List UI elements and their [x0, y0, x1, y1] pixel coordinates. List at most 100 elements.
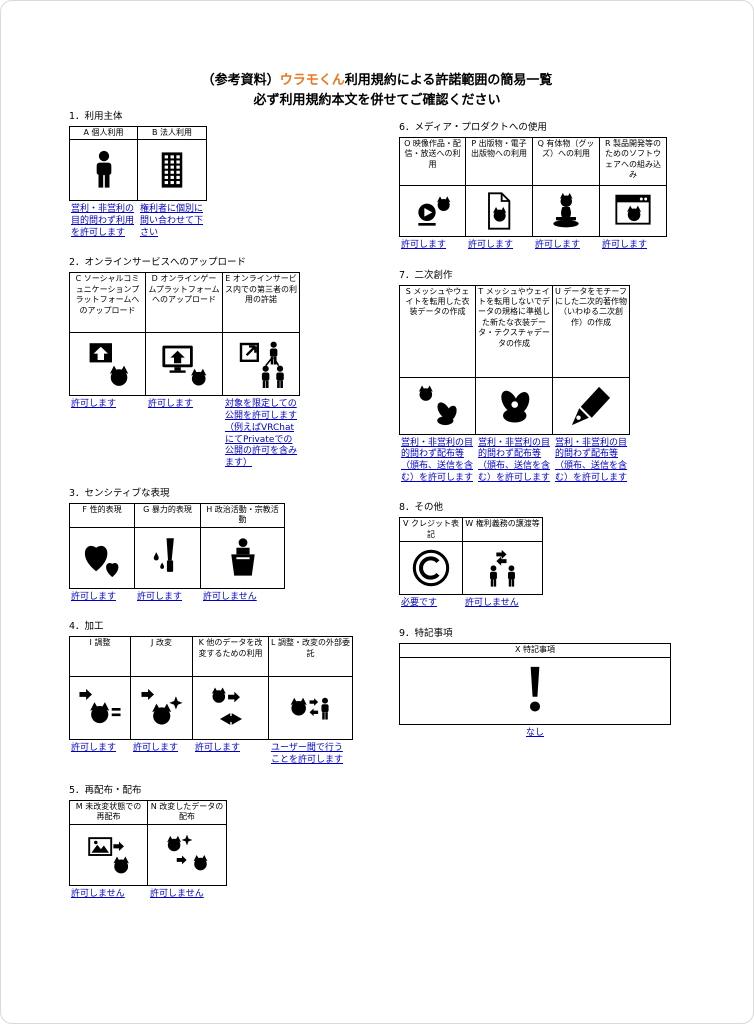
cell-g-violent: G 暴力的表現: [135, 502, 201, 589]
modify-other-icon: [193, 677, 268, 739]
cell-k-modify-other-data: K 他のデータを改変するための利用: [193, 636, 269, 741]
permission-text: 営利・非営利の目的問わず利用を許可します: [71, 204, 135, 238]
permission-text: 対象を限定しての公開を許可します（例えばVRChatにてPrivateでの公開の…: [225, 399, 298, 468]
permission-text: ユーザー間で行うことを許可します: [271, 743, 344, 765]
subtitle: 必ず利用規約本文を併せてご確認ください: [253, 92, 501, 108]
cell-header: C ソーシャルコミュニケーションプラットフォームへのアップロード: [70, 273, 145, 334]
cell-t-costume-new: T メッシュやウェイトを転用しないでデータの規格に準拠した新たな衣装データ・テク…: [476, 284, 553, 435]
cell-header: W 権利義務の譲渡等: [463, 518, 542, 543]
permission-text: 許可します: [148, 399, 194, 410]
permission-text: 許可します: [401, 240, 447, 250]
modify-cat-icon: [131, 677, 192, 739]
pen-icon: [553, 378, 629, 434]
cell-header: P 出版物・電子出版物への利用: [466, 138, 532, 186]
game-upload-icon: [146, 333, 222, 395]
cell-h-political-religious: H 政治活動・宗教活動: [201, 502, 285, 589]
permission-text: 許可しません: [465, 598, 519, 609]
permission-text: 許可します: [535, 240, 581, 250]
cell-i-adjust: I 調整: [69, 636, 131, 741]
section-heading: 2．オンラインサービスへのアップロード: [69, 257, 247, 269]
cell-header: B 法人利用: [138, 127, 206, 141]
permission-text: 営利・非営利の目的問わず配布等（頒布、送信を含む）を許可します: [401, 437, 474, 483]
redistribute-icon: [70, 825, 147, 885]
permission-text: 許可しません: [150, 888, 204, 899]
cell-e-third-party: E オンラインサービス内での第三者の利用の許諾: [223, 272, 300, 397]
cell-header: O 映像作品・配信・放送への利用: [400, 138, 465, 186]
cell-n-modified-distribution: N 改変したデータの配布: [148, 799, 227, 886]
cell-header: K 他のデータを改変するための利用: [193, 637, 268, 678]
section-heading: 1．利用主体: [69, 111, 123, 122]
transfer-icon: [463, 542, 542, 594]
section-heading: 7．二次創作: [399, 269, 453, 281]
section-heading: 4．加工: [69, 621, 104, 633]
hearts-icon: [70, 528, 134, 588]
copyright-icon: [400, 542, 462, 594]
cell-a-personal-use: A 個人利用: [69, 126, 138, 202]
permission-text: 許可します: [468, 240, 514, 250]
left-column: 1．利用主体 A 個人利用 B 法人利用 営利・非営利の目的問わず利用を許可しま…: [69, 108, 391, 915]
section-heading: 5．再配布・配布: [69, 784, 142, 796]
cell-header: L 調整・改変の外部委託: [269, 637, 352, 678]
cell-header: I 調整: [70, 637, 130, 678]
section-derivative-works: 7．二次創作 S メッシュやウェイトを転用した衣装データの作成 T メッシュやウ…: [399, 267, 744, 485]
section-heading: 6．メディア・プロダクトへの使用: [399, 122, 547, 133]
software-icon: [600, 186, 666, 236]
permission-text: なし: [525, 727, 544, 738]
cell-header: A 個人利用: [70, 127, 137, 141]
podium-speech-icon: [201, 528, 284, 588]
title-prefix: （参考資料）: [201, 73, 280, 88]
costume-mesh-icon: [400, 378, 475, 434]
cell-header: R 製品開発等のためのソフトウェアへの組み込み: [600, 138, 666, 186]
permission-text: 許可します: [71, 399, 117, 410]
cell-header: E オンラインサービス内での第三者の利用の許諾: [223, 273, 299, 334]
permission-text: 許可します: [71, 591, 117, 602]
cell-x-special-notes: X 特記事項: [399, 643, 671, 725]
cell-w-rights-transfer: W 権利義務の譲渡等: [463, 517, 543, 596]
video-icon: [400, 186, 465, 236]
building-icon: [138, 140, 206, 200]
permission-text: 許可します: [137, 591, 183, 602]
cell-r-software: R 製品開発等のためのソフトウェアへの組み込み: [600, 137, 667, 237]
cell-d-game-platform: D オンラインゲームプラットフォームへのアップロード: [146, 272, 223, 397]
cell-header: G 暴力的表現: [135, 504, 200, 528]
permission-text: 許可します: [195, 743, 241, 754]
cell-u-fan-works: U データをモチーフにした二次的著作物（いわゆる二次創作）の作成: [553, 284, 630, 435]
cell-j-modify: J 改変: [131, 636, 193, 741]
outsource-icon: [269, 677, 352, 739]
exclamation-icon: [400, 658, 670, 724]
cell-m-unmodified-redistribution: M 未改変状態での再配布: [69, 799, 148, 886]
cell-p-publication: P 出版物・電子出版物への利用: [466, 137, 533, 237]
section-sensitive-expression: 3．センシティブな表現 F 性的表現 G 暴力的表現 H 政治活動・宗教活動 許…: [69, 485, 391, 604]
section-media-products: 6．メディア・プロダクトへの使用 O 映像作品・配信・放送への利用 P 出版物・…: [399, 119, 744, 252]
permission-text: 許可します: [71, 743, 117, 754]
cell-header: X 特記事項: [400, 644, 670, 658]
publication-icon: [466, 186, 532, 236]
permission-text: 営利・非営利の目的問わず配布等（頒布、送信を含む）を許可します: [478, 437, 551, 483]
section-special-notes: 9．特記事項 X 特記事項 なし: [399, 625, 744, 739]
permission-text: 営利・非営利の目的問わず配布等（頒布、送信を含む）を許可します: [555, 437, 628, 483]
knife-icon: [135, 528, 200, 588]
section-processing: 4．加工 I 調整 J 改変 K 他のデータを改変するための利用 L 調整・改変…: [69, 618, 391, 766]
cell-c-social-platform: C ソーシャルコミュニケーションプラットフォームへのアップロード: [69, 272, 146, 397]
cell-header: Q 有体物（グッズ）への利用: [533, 138, 599, 186]
section-heading: 8．その他: [399, 502, 444, 514]
section-usage-subject: 1．利用主体 A 個人利用 B 法人利用 営利・非営利の目的問わず利用を許可しま…: [69, 108, 391, 239]
permission-text: 許可します: [133, 743, 179, 754]
cell-header: T メッシュやウェイトを転用しないでデータの規格に準拠した新たな衣装データ・テク…: [476, 286, 552, 378]
third-party-license-icon: [223, 333, 299, 395]
cell-b-corporate-use: B 法人利用: [138, 126, 207, 202]
permission-text: 許可しません: [71, 888, 125, 899]
section-heading: 9．特記事項: [399, 628, 453, 640]
cell-v-credit: V クレジット表記: [399, 517, 463, 596]
cell-header: F 性的表現: [70, 504, 134, 528]
title-brand: ウラモくん: [279, 73, 345, 88]
permission-text: 必要です: [401, 598, 438, 609]
cell-header: H 政治活動・宗教活動: [201, 504, 284, 528]
section-others: 8．その他 V クレジット表記 W 権利義務の譲渡等 必要です 許可しません: [399, 499, 744, 610]
cell-header: U データをモチーフにした二次的著作物（いわゆる二次創作）の作成: [553, 286, 629, 378]
cell-header: M 未改変状態での再配布: [70, 801, 147, 825]
title-line: （参考資料）ウラモくん利用規約による許諾範囲の簡易一覧: [1, 71, 753, 91]
costume-new-icon: [476, 378, 552, 434]
cell-q-goods: Q 有体物（グッズ）への利用: [533, 137, 600, 237]
